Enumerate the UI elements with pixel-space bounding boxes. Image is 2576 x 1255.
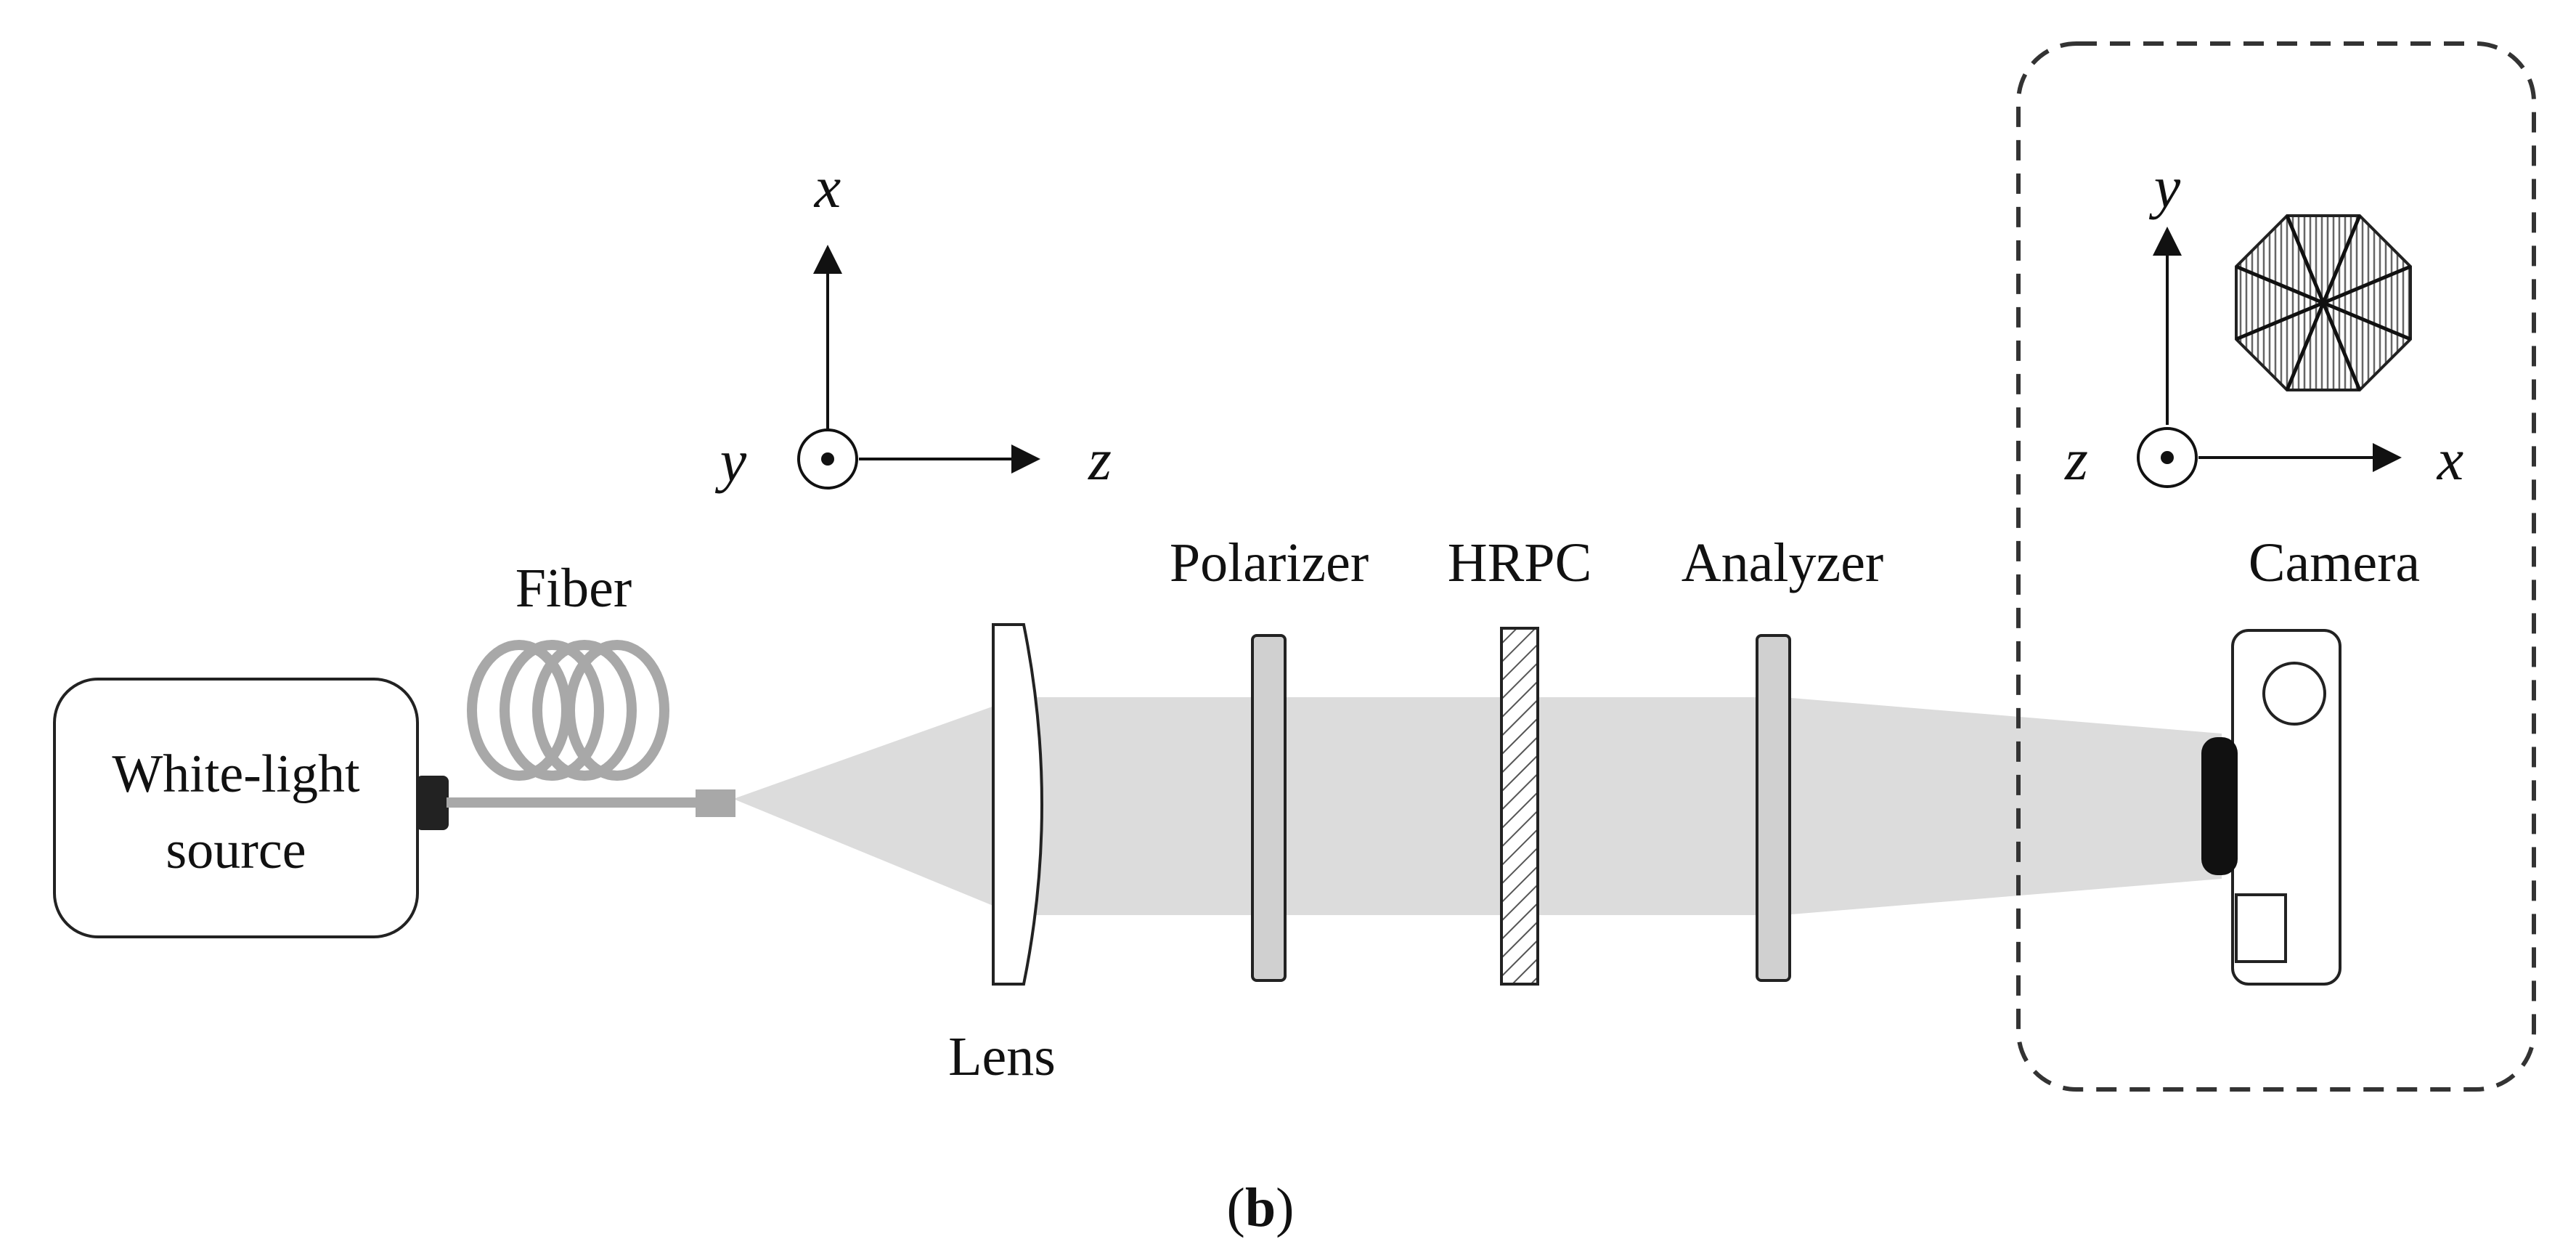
beam-cone-diverging [733, 704, 998, 908]
hrpc-label: HRPC [1448, 532, 1592, 593]
source-box [53, 678, 419, 938]
beam-collimated [998, 697, 1782, 915]
analyzer-label: Analyzer [1682, 532, 1884, 593]
white-light-source: White-light source [53, 678, 449, 938]
fiber-tip [696, 789, 735, 817]
axis-x-label-right: x [2437, 426, 2463, 492]
lens-shape [992, 623, 1043, 986]
camera: Camera [2201, 532, 2420, 986]
caption-close-paren: ) [1276, 1177, 1294, 1238]
beam-to-camera [1782, 697, 2222, 915]
analyzer: Analyzer [1682, 532, 1884, 982]
camera-viewfinder [2262, 662, 2326, 726]
lens-label: Lens [948, 1026, 1056, 1087]
hrpc-plate [1500, 627, 1539, 986]
analyzer-plate [1756, 634, 1791, 982]
axis-y-label-right: y [2149, 154, 2181, 220]
camera-label: Camera [2249, 532, 2420, 593]
fiber [447, 640, 697, 808]
axis-x-label: x [814, 154, 841, 220]
polarizer-label: Polarizer [1170, 532, 1369, 593]
caption-open-paren: ( [1227, 1177, 1245, 1238]
figure-caption: (b) [1227, 1177, 1295, 1238]
fiber-loop [532, 640, 637, 781]
source-label-line1: White-light [112, 744, 360, 804]
fiber-loop [565, 640, 669, 781]
lens: Lens [948, 623, 1056, 1087]
camera-region-box [2016, 41, 2536, 1092]
source-label-line2: source [166, 821, 306, 880]
axis-z-label-right: z [2064, 426, 2088, 492]
axis-y-label: y [715, 428, 747, 494]
light-beam [733, 697, 2222, 915]
camera-sensor [2235, 893, 2287, 963]
axes-left: x y z [715, 154, 1112, 494]
fiber-loop [500, 640, 604, 781]
source-connector [416, 776, 449, 830]
axes-right: y z x [2064, 154, 2463, 492]
polarizer: Polarizer [1170, 532, 1369, 982]
hrpc: HRPC [1448, 532, 1592, 986]
radial-pattern-icon [2235, 214, 2412, 391]
axis-z-label: z [1088, 426, 1112, 492]
camera-lens-front [2201, 737, 2238, 875]
caption-letter: b [1245, 1177, 1276, 1238]
fiber-label: Fiber [515, 558, 632, 619]
polarizer-plate [1251, 634, 1287, 982]
